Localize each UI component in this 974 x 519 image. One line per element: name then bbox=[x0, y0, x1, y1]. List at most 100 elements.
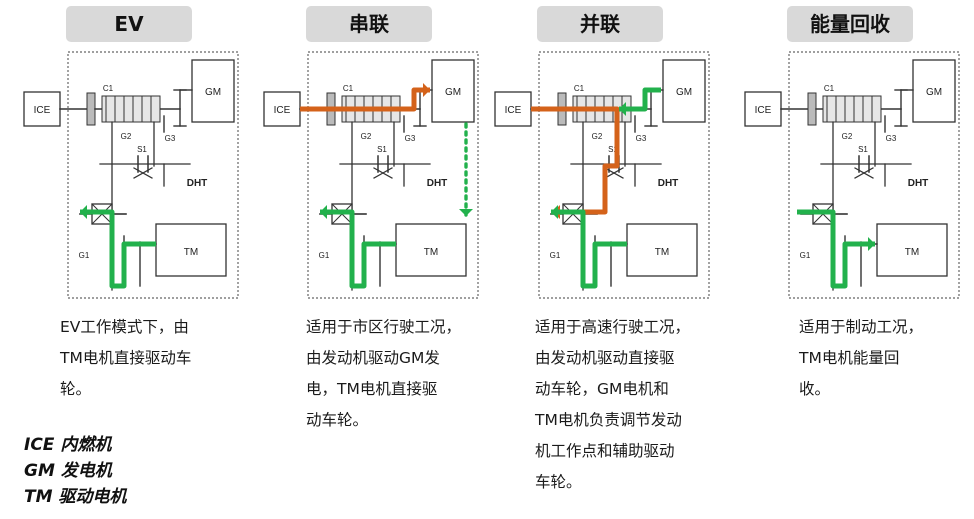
flow-tm-to-wheel-arrowhead bbox=[551, 205, 558, 219]
g2-label: G2 bbox=[361, 132, 372, 141]
s1-label: S1 bbox=[608, 145, 618, 154]
description-line: 车轮。 bbox=[535, 473, 582, 491]
gm-label: GM bbox=[205, 87, 221, 98]
g3-label: G3 bbox=[165, 134, 176, 143]
dht-housing bbox=[67, 51, 239, 299]
ice-label: ICE bbox=[34, 105, 51, 116]
flow-ice-to-gm-arrowhead bbox=[423, 83, 430, 97]
ice-box bbox=[263, 91, 301, 127]
s1-label: S1 bbox=[858, 145, 868, 154]
mode-title-regen: 能量回收 bbox=[787, 6, 913, 42]
ice-label: ICE bbox=[755, 105, 772, 116]
mode-title-ev: EV bbox=[66, 6, 192, 42]
synchronizer-s1-cross bbox=[854, 167, 874, 179]
c1-label: C1 bbox=[824, 84, 835, 93]
flow-wheel-to-tm bbox=[797, 209, 875, 289]
description-line: TM电机负责调节发动 bbox=[535, 411, 682, 429]
description-line: 收。 bbox=[799, 380, 831, 398]
description-ev: EV工作模式下，由 TM电机直接驱动车 轮。 bbox=[60, 312, 256, 405]
description-line: EV工作模式下，由 bbox=[60, 318, 189, 336]
ice-box bbox=[23, 91, 61, 127]
description-line: 动车轮，GM电机和 bbox=[535, 380, 669, 398]
flow-gm-assist-arrowhead bbox=[619, 102, 626, 116]
description-line: 适用于高速行驶工况， bbox=[535, 318, 691, 336]
flow-tm-to-wheel bbox=[320, 209, 396, 289]
c1-label: C1 bbox=[343, 84, 354, 93]
dht-label: DHT bbox=[658, 178, 679, 189]
ice-box bbox=[744, 91, 782, 127]
ice-box bbox=[494, 91, 532, 127]
g2-label: G2 bbox=[592, 132, 603, 141]
dht-label: DHT bbox=[908, 178, 929, 189]
tm-box bbox=[395, 223, 467, 277]
tm-label: TM bbox=[424, 247, 438, 258]
clutch-c1-pack bbox=[101, 95, 161, 123]
s1-label: S1 bbox=[377, 145, 387, 154]
description-line: 动车轮。 bbox=[306, 411, 369, 429]
description-line: TM电机直接驱动车 bbox=[60, 349, 192, 367]
c1-label: C1 bbox=[574, 84, 585, 93]
description-line: TM电机能量回 bbox=[799, 349, 900, 367]
g2-label: G2 bbox=[842, 132, 853, 141]
dht-housing bbox=[788, 51, 960, 299]
gm-label: GM bbox=[445, 87, 461, 98]
legend-gm: GM 发电机 bbox=[24, 461, 112, 481]
legend-tm: TM 驱动电机 bbox=[24, 487, 127, 507]
tm-box bbox=[626, 223, 698, 277]
description-line: 适用于制动工况， bbox=[799, 318, 924, 336]
gm-box bbox=[912, 59, 956, 123]
gm-label: GM bbox=[926, 87, 942, 98]
tm-label: TM bbox=[905, 247, 919, 258]
g2-label: G2 bbox=[121, 132, 132, 141]
c1-label: C1 bbox=[103, 84, 114, 93]
description-series: 适用于市区行驶工况， 由发动机驱动GM发 电，TM电机直接驱 动车轮。 bbox=[306, 312, 502, 436]
dht-label: DHT bbox=[187, 178, 208, 189]
damper bbox=[86, 92, 96, 126]
tm-label: TM bbox=[184, 247, 198, 258]
description-line: 电，TM电机直接驱 bbox=[306, 380, 438, 398]
g3-label: G3 bbox=[636, 134, 647, 143]
synchronizer-s1-cross bbox=[133, 167, 153, 179]
description-parallel: 适用于高速行驶工况， 由发动机驱动直接驱 动车轮，GM电机和 TM电机负责调节发… bbox=[535, 312, 731, 498]
tm-box bbox=[876, 223, 948, 277]
ice-label: ICE bbox=[274, 105, 291, 116]
flow-ice-to-wheel bbox=[531, 106, 620, 215]
description-line: 由发动机驱动GM发 bbox=[306, 349, 440, 367]
gm-box bbox=[431, 59, 475, 123]
s1-label: S1 bbox=[137, 145, 147, 154]
ice-label: ICE bbox=[505, 105, 522, 116]
flow-wheel-to-tm-arrowhead bbox=[868, 237, 875, 251]
mode-title-series: 串联 bbox=[306, 6, 432, 42]
legend-ice: ICE 内燃机 bbox=[24, 435, 112, 455]
g3-label: G3 bbox=[405, 134, 416, 143]
clutch-c1-pack bbox=[822, 95, 882, 123]
damper bbox=[807, 92, 817, 126]
dht-housing bbox=[307, 51, 479, 299]
mode-title-parallel: 并联 bbox=[537, 6, 663, 42]
g1-label: G1 bbox=[79, 251, 90, 260]
flow-tm-to-wheel-arrowhead bbox=[80, 205, 87, 219]
g1-label: G1 bbox=[800, 251, 811, 260]
tm-label: TM bbox=[655, 247, 669, 258]
description-line: 适用于市区行驶工况， bbox=[306, 318, 462, 336]
synchronizer-s1-cross bbox=[604, 167, 624, 179]
g1-label: G1 bbox=[550, 251, 561, 260]
flow-gm-assist bbox=[619, 87, 661, 112]
g1-label: G1 bbox=[319, 251, 330, 260]
abbreviation-legend: ICE 内燃机 GM 发电机 TM 驱动电机 bbox=[24, 432, 126, 510]
gm-label: GM bbox=[676, 87, 692, 98]
flow-tm-to-wheel bbox=[80, 209, 156, 289]
gm-box bbox=[662, 59, 706, 123]
description-regen: 适用于制动工况， TM电机能量回 收。 bbox=[799, 312, 974, 405]
description-line: 由发动机驱动直接驱 bbox=[535, 349, 675, 367]
description-line: 机工作点和辅助驱动 bbox=[535, 442, 675, 460]
dht-label: DHT bbox=[427, 178, 448, 189]
